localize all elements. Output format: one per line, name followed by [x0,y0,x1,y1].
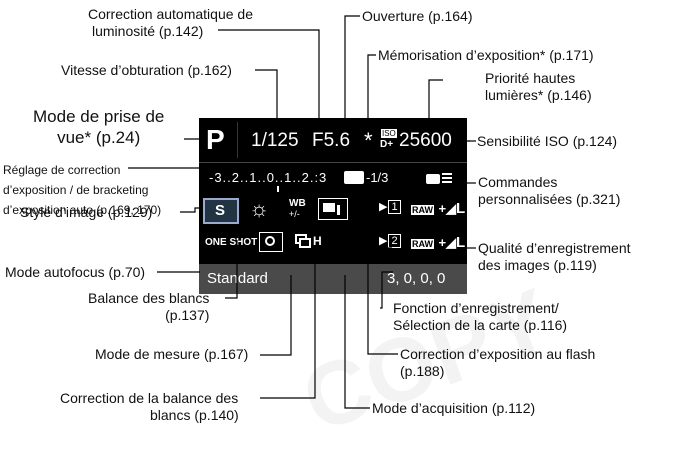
alo-icon [318,198,348,220]
card1-icon: ▶1 [379,200,401,214]
picture-style-value: S [215,202,226,219]
lcd-panel: P 1/125 F5.6 * ISO D+ 25600 -3..2..1..0.… [199,118,467,294]
leader-lines [128,15,476,409]
quality2-value: L [456,234,466,251]
label-commandes: Commandes personnalisées (p.321) [478,174,621,207]
label-fonction: Fonction d’enregistrement/ Sélection de … [393,300,568,333]
label-qualite: Qualité d’enregistrement des images (p.1… [478,240,631,273]
drive-value: H [313,234,322,248]
label-correction-luminosite: Correction automatique de luminosité (p.… [88,6,253,39]
exposure-marker [277,186,279,192]
raw1-value: RAW [411,205,434,215]
card2-icon: ▶2 [379,234,401,248]
label-flash: Correction d’exposition au flash (p.188) [400,346,596,379]
raw2-sep: +◢ [438,235,457,250]
quality1-value: L [456,200,466,217]
iso-tag: ISO [381,129,397,138]
label-acquisition: Mode d’acquisition (p.112) [372,400,536,416]
label-mesure: Mode de mesure (p.167) [95,346,249,362]
label-ouverture: Ouverture (p.164) [362,8,473,24]
wb-shift-icon: WB +/- [287,198,309,222]
label-memorisation: Mémorisation d’exposition* (p.171) [378,47,594,63]
label-vitesse: Vitesse d’obturation (p.162) [61,62,232,78]
iso-sub: D+ [380,139,394,150]
shutter-value: 1/125 [251,130,299,151]
custom-controls-icon [426,171,454,185]
label-sensibilite: Sensibilité ISO (p.124) [477,133,618,149]
aperture-value: F5.6 [312,130,351,151]
divider [199,162,467,163]
raw2-value: RAW [411,239,434,249]
label-autofocus: Mode autofocus (p.70) [5,264,146,280]
label-balance: Balance des blancs (p.137) [88,290,210,323]
raw1-badge: RAW +◢L [411,200,466,217]
label-style: Style d’image (p.129) [20,204,153,220]
flash-comp-value: -1/3 [366,170,389,185]
exposure-scale: -3..2..1..0..1..2.:3 [209,170,328,185]
iso-value: 25600 [399,130,452,151]
drive-icon: H [295,232,325,250]
metering-icon [259,232,283,252]
mode-box [237,122,238,158]
wb-shift-label: WB [289,198,306,209]
ae-lock-value: * [364,128,373,153]
style-params-value: 3, 0, 0, 0 [387,270,446,287]
flash-icon [344,171,364,184]
raw1-sep: +◢ [438,201,457,216]
wb-shift-sub: +/- [289,209,300,219]
label-mode-prise: Mode de prise de vue* (p.24) [33,107,165,147]
label-reglage: Réglage de correction d’exposition / de … [3,163,162,217]
label-priorite: Priorité hautes lumières* (p.146) [485,70,592,103]
picture-style-icon: S [203,198,239,224]
mode-value: P [206,124,225,155]
raw2-badge: RAW +◢L [411,234,466,251]
iso-icon: ISO D+ [380,129,399,151]
label-correction-balance: Correction de la balance des blancs (p.1… [60,390,239,423]
af-mode-value: ONE SHOT [205,237,258,248]
card1-value: 1 [388,200,401,214]
white-balance-icon: ☼ [249,196,270,221]
style-bar: Standard 3, 0, 0, 0 [199,264,467,294]
card2-value: 2 [388,234,401,248]
